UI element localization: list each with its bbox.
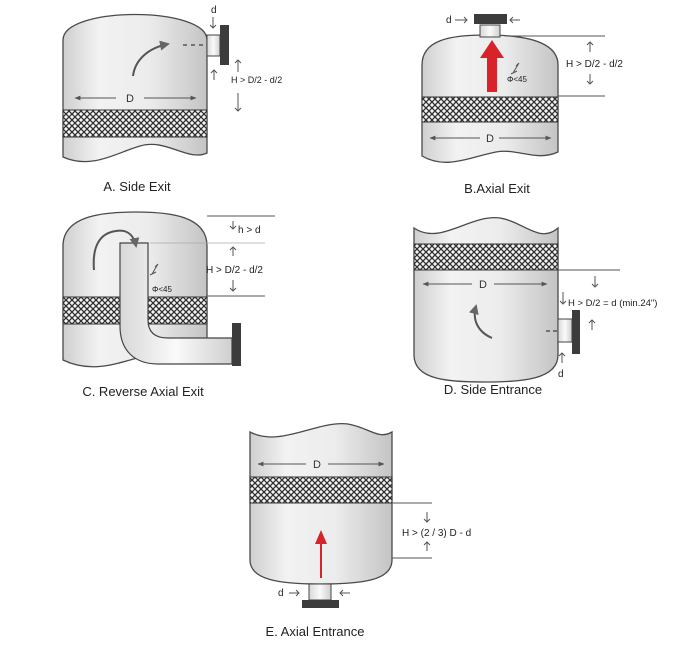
height-label: H > D/2 - d/2: [231, 75, 282, 85]
nozzle-flange: [572, 310, 580, 354]
nozzle-label: d: [211, 5, 217, 16]
panel-side-exit: D d H > D/2 - d/2 A. Side Exit: [62, 5, 282, 194]
flow-arrow: [92, 229, 140, 271]
diameter-label: D: [486, 133, 494, 145]
flow-arrow: [315, 530, 327, 578]
height-label: H > D/2 - d/2: [566, 59, 623, 70]
caption: D. Side Entrance: [444, 382, 542, 397]
mesh-pad: [413, 243, 559, 271]
nozzle-flange: [220, 25, 229, 65]
clearance-arrow: [229, 221, 237, 230]
height-arrow-down: [559, 292, 567, 305]
nozzle-label: d: [446, 15, 452, 26]
angle-arrow: [510, 62, 520, 75]
height-arrow-down: [234, 93, 242, 112]
caption: E. Axial Entrance: [266, 624, 365, 639]
panel-axial-entrance: D d H > (2 / 3) D - d E. Axial Entrance: [249, 422, 471, 639]
nozzle-label: d: [558, 369, 564, 380]
height-arrow-down: [423, 512, 431, 523]
height-arrow-up: [586, 41, 594, 52]
panel-axial-exit: d Φ<45 H > D/2 - d/2 D B.Axial Exit: [421, 14, 623, 196]
angle-label: Φ<45: [507, 75, 528, 84]
height-arrow-up: [423, 541, 431, 551]
caption: B.Axial Exit: [464, 181, 530, 196]
flow-arrow: [132, 40, 170, 77]
nozzle-dim-arrow: [289, 589, 300, 597]
nozzle-pipe: [206, 34, 221, 57]
panel-side-entrance: D H > D/2 = d (min.24") d D. Side Entran…: [413, 217, 657, 397]
nozzle-flange: [302, 600, 339, 608]
mesh-pad: [249, 476, 393, 504]
height-arrow-up: [588, 319, 596, 330]
mesh-pad: [421, 96, 559, 123]
diameter-label: D: [313, 459, 321, 471]
angle-arrow: [149, 263, 159, 276]
nozzle-dim-arrow: [339, 589, 350, 597]
nozzle-pipe: [308, 583, 332, 601]
vessel-body: [413, 217, 559, 383]
height-label: H > D/2 - d/2: [206, 265, 263, 276]
flow-arrow: [468, 304, 493, 339]
height-label: H > (2 / 3) D - d: [402, 528, 471, 539]
height-label: H > D/2 = d (min.24"): [568, 298, 657, 309]
height-arrow-up: [210, 69, 218, 80]
panel-reverse-axial-exit: Φ<45 h > d H > D/2 - d/2 C. Reverse Axia…: [62, 211, 275, 399]
nozzle-dim-arrow: [209, 17, 217, 29]
mesh-pad: [62, 109, 208, 138]
clearance-label: h > d: [238, 225, 261, 236]
nozzle-dim-arrow: [509, 16, 520, 24]
nozzle-dim-arrow: [455, 16, 468, 24]
nozzle-label: d: [278, 588, 284, 599]
caption: A. Side Exit: [103, 179, 171, 194]
nozzle-dim-arrow: [558, 352, 566, 363]
height-arrow-down: [229, 280, 237, 292]
vessel-body: [62, 13, 208, 163]
height-arrow-up: [234, 59, 242, 72]
height-arrow-down: [586, 74, 594, 85]
nozzle-flange: [232, 323, 241, 366]
height-arrow-down: [591, 276, 599, 288]
angle-label: Φ<45: [152, 285, 173, 294]
nozzle-pipe: [479, 24, 501, 38]
flow-arrow: [480, 40, 504, 92]
height-arrow-up: [229, 246, 237, 256]
diameter-label: D: [479, 279, 487, 291]
nozzle-flange: [474, 14, 507, 24]
caption: C. Reverse Axial Exit: [82, 384, 204, 399]
diameter-label: D: [126, 93, 134, 105]
nozzle-pipe: [557, 318, 573, 343]
